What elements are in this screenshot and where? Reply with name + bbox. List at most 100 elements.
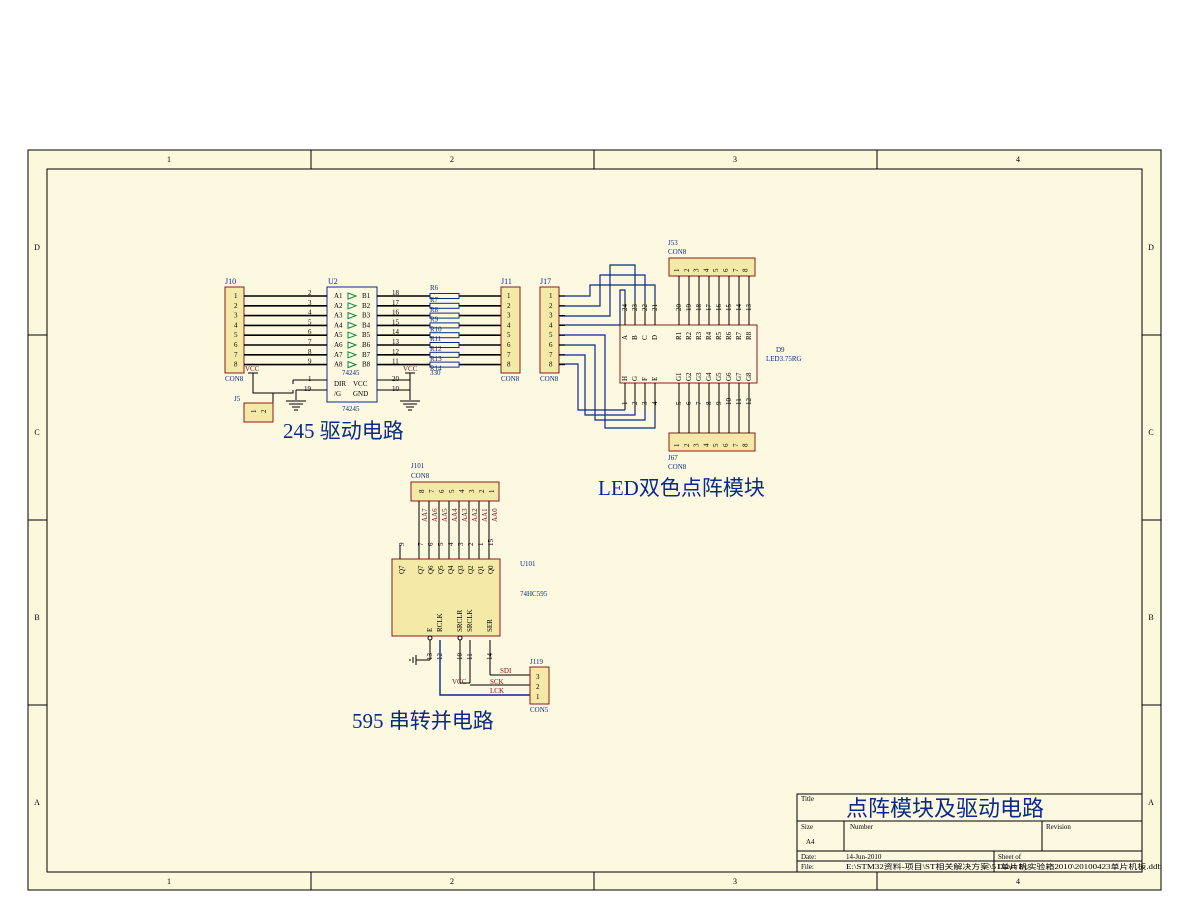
row-label-left-a: A [34,798,40,807]
signal-sck-label: SCK [490,678,504,686]
u2-left-pin-num: 5 [308,318,312,326]
j101-value: CON8 [411,472,430,480]
file-label: File: [801,863,814,871]
circuit-245-title: 245 驱动电路 [283,419,404,443]
u2-left-pin-num: 4 [308,309,312,317]
u2-vcc-label: VCC [353,380,368,388]
j119-connector-body [529,666,550,705]
u101-pin-Q5: Q5 [437,565,445,574]
u2-buffer-arrow [347,341,358,349]
resistor [429,302,460,309]
u101-e-inversion [427,635,433,641]
d9-ref: D9 [776,346,785,354]
j101-pin-5: 5 [448,489,456,493]
j11-connector-body [500,286,521,374]
vcc-label-u2: VCC [403,365,418,373]
j101-pin-1: 1 [488,489,496,493]
u101-ref: U101 [520,560,536,568]
col-label-top-4: 4 [1016,155,1020,164]
u2-pin-B2: B2 [362,302,371,310]
j17-connector-body [539,286,560,374]
u2-left-pin-num: 7 [308,338,312,346]
d9-top-label-C: C [641,335,649,340]
col-label-top-2: 2 [450,155,454,164]
u2-left-pin-num: 9 [308,358,312,366]
u101-pin-Q6: Q6 [427,565,435,574]
d9-bottom-label-G1: G1 [675,372,683,381]
circuit-595-title: 595 串转并电路 [352,709,494,733]
u2-pin-B8: B8 [362,361,371,369]
j119-pin-2: 2 [536,683,540,691]
j67-pin-6: 6 [722,443,730,447]
j10-pin-5: 5 [234,331,238,339]
j10-pin-3: 3 [234,312,238,320]
wire-j17-d9 [559,264,636,317]
u2-right-pin-num: 12 [392,348,400,356]
j10-pin-8: 8 [234,361,238,369]
u2-pin-A1: A1 [334,292,343,300]
j17-pin-8: 8 [549,361,553,369]
net-label-AA6: AA6 [431,508,439,522]
d9-bottom-label-G2: G2 [685,372,693,381]
j10-value: CON8 [225,375,244,383]
u101-pin-Q7: Q7 [417,565,425,574]
j101-ref: J101 [411,462,425,470]
j10-pin-7: 7 [234,351,238,359]
sheet-title: 点阵模块及驱动电路 [846,796,1044,821]
j53-pin-6: 6 [722,268,730,272]
zone-labels: 1 2 3 4 1 2 3 4 D C B A D C B A [34,155,1154,886]
col-label-bottom-1: 1 [167,877,171,886]
d9-top-label-R5: R5 [715,331,723,340]
resistor-label: R12 [430,345,442,353]
net-label-AA0: AA0 [491,508,499,522]
j101-connector-body [410,481,500,502]
j53-pin-7: 7 [732,268,740,272]
j101-pin-4: 4 [458,489,466,493]
u101-pin-num: 1 [477,542,485,546]
title-label: Title [801,795,814,803]
resistor-label: R11 [430,335,442,343]
file-path-value: E:\STM32资料-项目\ST相关解决方案\51单片机实验箱2010\2010… [846,862,1163,871]
title-block: Title 点阵模块及驱动电路 Size A4 Number Revision … [796,793,1163,873]
u2-buffer-arrow [347,311,358,320]
j11-value: CON8 [501,375,520,383]
resistor-label: R8 [430,306,439,314]
resistor [429,342,460,348]
u2-pin-A6: A6 [334,341,343,349]
u2-buffer-arrow [347,351,358,359]
j11-pin-4: 4 [507,321,511,329]
j101-pin-2: 2 [478,489,486,493]
revision-label: Revision [1046,823,1071,831]
signal-lck-label: LCK [490,687,504,695]
j10-pin-6: 6 [234,341,238,349]
j11-pin-3: 3 [507,312,511,320]
d9-bottom-label-G8: G8 [745,372,753,381]
led-wires [559,264,656,429]
vcc-label-j10: VCC [245,365,260,373]
u2-right-pin-num: 17 [392,299,400,307]
u2-pin-A3: A3 [334,312,343,320]
sheet-inner-border [46,168,1143,873]
wire-j17-d9 [559,284,656,300]
size-label: Size [801,823,813,831]
j119-ref: J119 [530,658,543,666]
j67-pin-7: 7 [732,443,740,447]
j53-connector-body [668,257,756,277]
col-label-bottom-4: 4 [1016,877,1020,886]
resistor-label: R14 [430,365,442,373]
wire-j17-d9 [559,289,626,326]
u2-right-pin-num: 14 [392,328,400,336]
u2-gnd-label: GND [353,390,368,398]
u101-pin-num: 15 [487,539,495,547]
size-value: A4 [806,838,815,846]
u2-pin-B1: B1 [362,292,371,300]
wire-j17-d9 [559,344,646,421]
u101-pin-Q4: Q4 [447,565,455,574]
j53-ref: J53 [668,239,678,247]
